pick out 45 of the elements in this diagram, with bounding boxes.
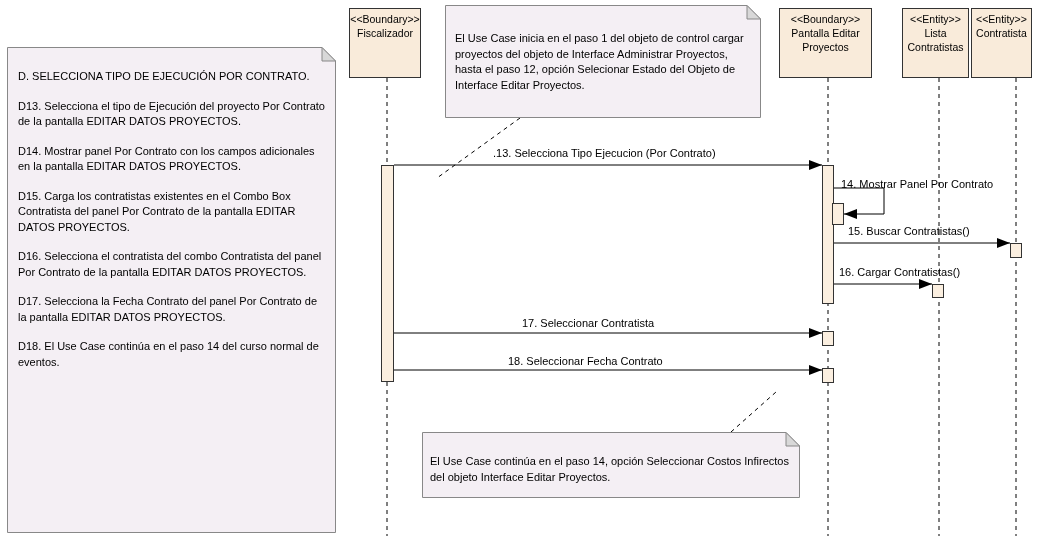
stereotype-label: <<Entity>> [909,12,962,26]
edge-label: 15. Buscar Contratistas() [848,225,970,238]
activation-bar [381,165,394,382]
edge-label: 14. Mostrar Panel Por Contrato [841,178,994,191]
activation-bar [1010,243,1022,258]
note-text: El Use Case inicia en el paso 1 del objeto de control cargar proyectos del objeto de Interface Administrar Proyectos, hasta el paso 12, opción Selecionar Estado del Objeto de Interface Editar Proyectos. [455,31,745,93]
activation-bar [822,165,834,304]
lifeline-header [971,8,1032,78]
note-text: El Use Case continúa en el paso 14, opción Seleccionar Costos Infirectos del objeto Interface Editar Proyectos. [430,454,790,485]
lifeline-header [349,8,421,78]
stereotype-label: <<Boundary>> [350,12,420,26]
note-text: D15. Carga los contratistas existentes en el Combo Box Contratista del panel Por Contrato de la pantalla EDITAR DATOS PROYECTOS. [18,188,297,235]
message-arrow [833,279,933,289]
activation-bar [822,331,834,346]
note-text: D17. Selecciona la Fecha Contrato del panel Por Contrato de la pantalla EDITAR DATOS PROYECTOS. [18,294,318,325]
message-arrow [393,160,823,170]
leader-line [436,117,521,179]
stereotype-label: <<Entity>> [975,12,1028,26]
edge-label: .13. Selecciona Tipo Ejecucion (Por Contrato) [493,147,716,160]
activation-bar [832,203,844,225]
activation-bar [932,284,944,298]
note-text: D16. Selecciona el contratista del combo Contratista del panel Por Contrato de la pantalla EDITAR DATOS PROYECTOS. [18,249,323,280]
note [445,5,761,118]
lifeline-header [902,8,969,78]
stereotype-label: <<Boundary>> [789,12,862,26]
message-arrow [833,187,885,219]
object-name: Lista Contratistas [906,26,965,54]
message-arrow [833,238,1011,248]
note-text: D13. Selecciona el tipo de Ejecución del proyecto Por Contrato de la pantalla EDITAR DATOS PROYECTOS. [18,98,326,129]
edge-label: 16. Cargar Contratistas() [839,266,961,279]
activation-bar [822,368,834,383]
note [7,47,336,533]
edge-label: 17. Seleccionar Contratista [522,317,655,330]
message-arrow [393,365,823,375]
note [422,432,800,498]
note-text: D. SELECCIONA TIPO DE EJECUCIÓN POR CONTRATO. [18,69,311,84]
object-name: Pantalla Editar Proyectos [790,26,861,54]
note-text: D18. El Use Case continúa en el paso 14 del curso normal de eventos. [18,339,320,370]
object-name: Fiscalizador [356,26,414,40]
message-arrow [393,328,823,338]
leader-line [730,391,777,433]
lifeline-header [779,8,872,78]
edge-label: 18. Seleccionar Fecha Contrato [508,355,663,368]
note-text: D14. Mostrar panel Por Contrato con los campos adicionales en la pantalla EDITAR DATOS PROYECTOS. [18,143,316,174]
object-name: Contratista [975,26,1028,40]
